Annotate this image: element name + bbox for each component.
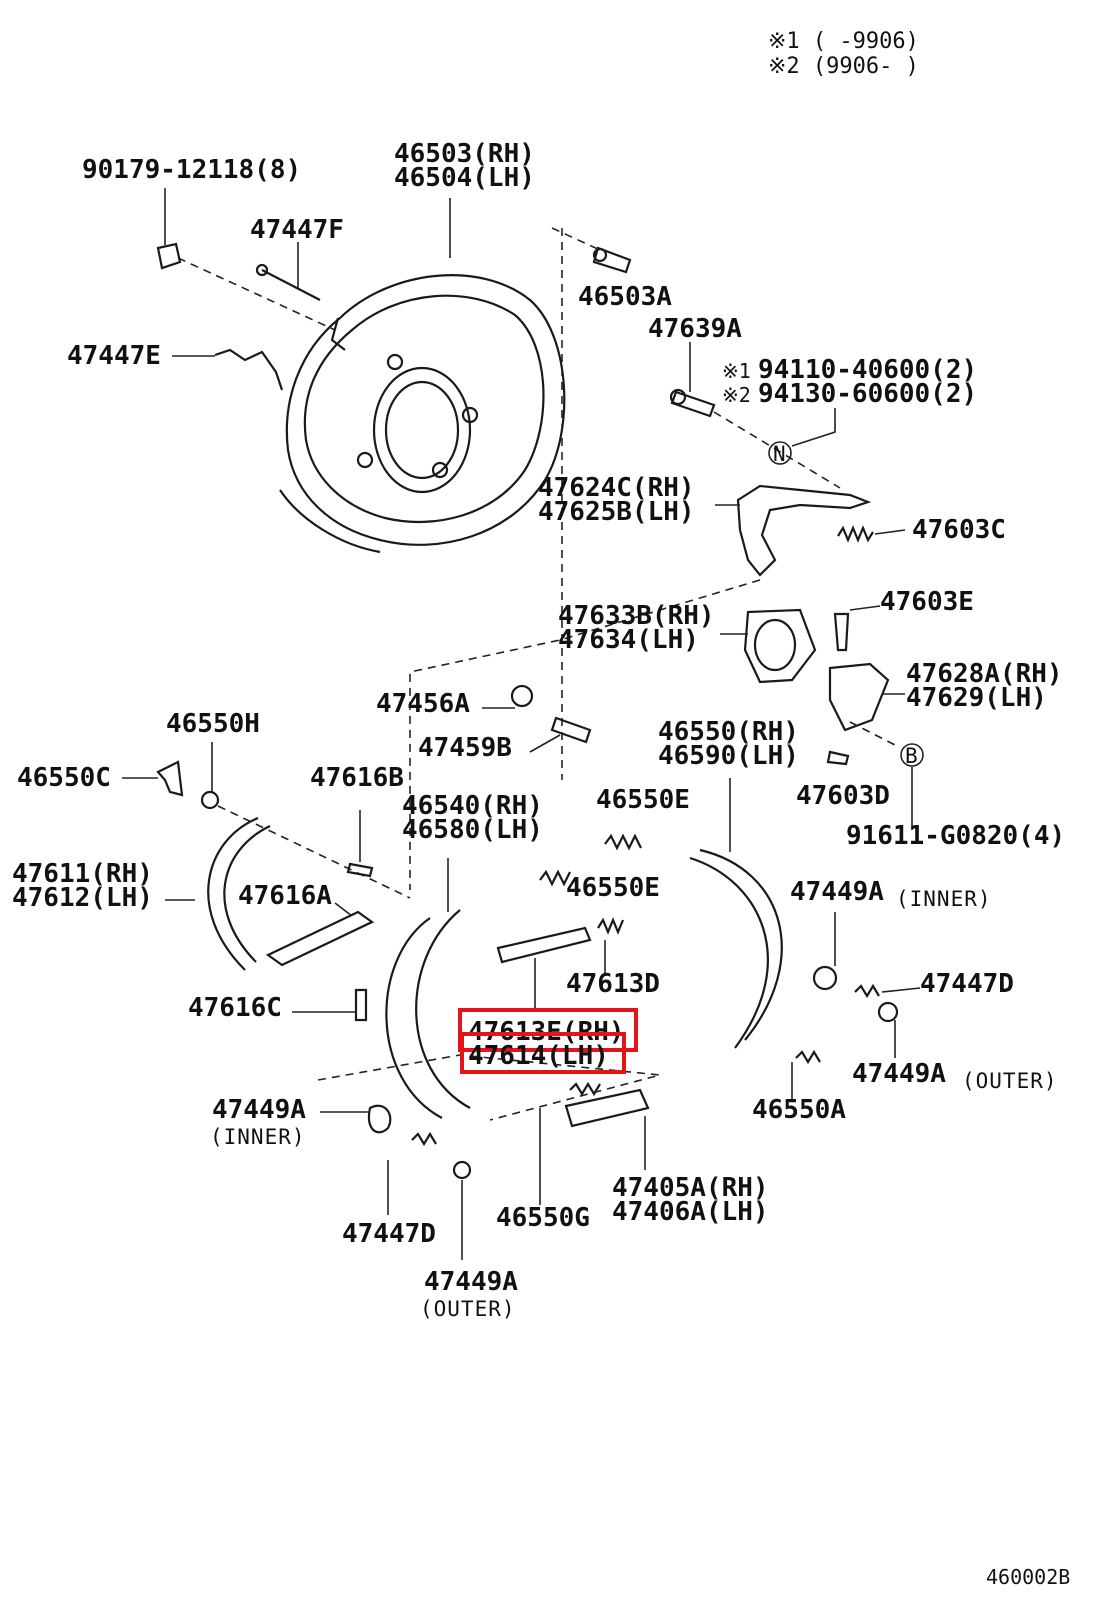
strut-47633b-drawing xyxy=(409,579,817,890)
pin-47616b-drawing xyxy=(292,810,374,1022)
label-47634[interactable]: 47634(LH) xyxy=(558,625,699,655)
clip-47447e-drawing xyxy=(172,348,284,391)
label-47616b[interactable]: 47616B xyxy=(310,763,404,793)
label-46540[interactable]: 46540(RH) xyxy=(402,791,543,821)
marker-n-circle xyxy=(768,441,792,465)
label-46550e-bottom[interactable]: 46550E xyxy=(566,873,660,903)
label-inner-right: (INNER) xyxy=(896,887,992,911)
label-47603d[interactable]: 47603D xyxy=(796,781,890,811)
shoe-47611-drawing xyxy=(165,816,271,971)
mark-1: ※1 xyxy=(722,359,751,383)
label-47449a-inner-right[interactable]: 47449A xyxy=(790,877,884,907)
label-46550c[interactable]: 46550C xyxy=(17,763,111,793)
label-47449a-outer-right[interactable]: 47449A xyxy=(852,1059,946,1089)
lower-left-pins-drawing xyxy=(317,1054,661,1260)
label-47447d-right[interactable]: 47447D xyxy=(920,969,1014,999)
pin-47449a-right-drawing xyxy=(812,912,921,1058)
label-47449a-outer-left[interactable]: 47449A xyxy=(424,1267,518,1297)
highlight-box-47614 xyxy=(460,1032,626,1074)
label-46550g[interactable]: 46550G xyxy=(496,1203,590,1233)
label-47456a[interactable]: 47456A xyxy=(376,689,470,719)
bolt-90179-drawing xyxy=(156,188,336,331)
label-outer-left: (OUTER) xyxy=(420,1297,516,1321)
diagram-code: 460002B xyxy=(986,1565,1070,1589)
label-46503a[interactable]: 46503A xyxy=(578,282,672,312)
label-46550h[interactable]: 46550H xyxy=(166,709,260,739)
spring-47603c-drawing xyxy=(837,525,906,543)
label-47625b[interactable]: 47625B(LH) xyxy=(538,497,695,527)
note-1: ※1 ( -9906) xyxy=(768,29,919,54)
label-47459b[interactable]: 47459B xyxy=(418,733,512,763)
label-94130[interactable]: 94130-60600(2) xyxy=(758,379,977,409)
highlight-box-47613e xyxy=(458,1008,638,1052)
label-47639a[interactable]: 47639A xyxy=(648,314,742,344)
label-47611[interactable]: 47611(RH) xyxy=(12,859,153,889)
marker-b-circle xyxy=(900,743,924,767)
label-46503[interactable]: 46503(RH) xyxy=(394,139,535,169)
label-91611[interactable]: 91611-G0820(4) xyxy=(846,821,1065,851)
label-outer-right: (OUTER) xyxy=(962,1069,1058,1093)
mark-2: ※2 xyxy=(722,383,751,407)
label-46550e-top[interactable]: 46550E xyxy=(596,785,690,815)
label-46504[interactable]: 46504(LH) xyxy=(394,163,535,193)
label-47624c[interactable]: 47624C(RH) xyxy=(538,473,695,503)
bolt-46503a-drawing xyxy=(551,227,632,780)
label-47447e[interactable]: 47447E xyxy=(67,341,161,371)
cable-47616a-drawing xyxy=(265,902,375,967)
marker-b: B xyxy=(905,744,919,768)
label-47447f[interactable]: 47447F xyxy=(250,215,344,245)
label-47449a-inner-left[interactable]: 47449A xyxy=(212,1095,306,1125)
leader-94110 xyxy=(791,408,836,447)
label-47406a[interactable]: 47406A(LH) xyxy=(612,1197,769,1227)
label-47628a[interactable]: 47628A(RH) xyxy=(906,659,1063,689)
label-46550-rh[interactable]: 46550(RH) xyxy=(658,717,799,747)
label-47603c[interactable]: 47603C xyxy=(912,515,1006,545)
bracket-47628a-drawing xyxy=(828,662,905,746)
shoe-46550-drawing xyxy=(689,778,783,1049)
bolt-47639a-drawing xyxy=(669,342,841,489)
backing-plate-drawing xyxy=(279,274,566,554)
label-inner-left: (INNER) xyxy=(210,1125,306,1149)
label-46550a[interactable]: 46550A xyxy=(752,1095,846,1125)
spring-46550e-drawing xyxy=(539,833,642,975)
note-2: ※2 (9906- ) xyxy=(768,54,919,79)
label-47616c[interactable]: 47616C xyxy=(188,993,282,1023)
washer-47603d-drawing xyxy=(826,750,850,766)
shoe-46540-drawing xyxy=(385,858,471,1119)
label-90179[interactable]: 90179-12118(8) xyxy=(82,155,301,185)
pin-47603e-drawing xyxy=(833,605,881,652)
marker-n: N xyxy=(773,442,787,466)
label-47616a[interactable]: 47616A xyxy=(238,881,332,911)
label-47612[interactable]: 47612(LH) xyxy=(12,883,153,913)
label-46580[interactable]: 46580(LH) xyxy=(402,815,543,845)
lever-47624c-drawing xyxy=(715,484,872,577)
cylinder-47405a-drawing xyxy=(539,1081,650,1205)
label-47603e[interactable]: 47603E xyxy=(880,587,974,617)
label-47614[interactable]: 47614(LH) xyxy=(468,1041,609,1071)
label-47629[interactable]: 47629(LH) xyxy=(906,683,1047,713)
label-47633b[interactable]: 47633B(RH) xyxy=(558,601,715,631)
pin-47447f-drawing xyxy=(255,242,321,301)
spring-46550a-drawing xyxy=(791,1049,821,1100)
label-47447d-left[interactable]: 47447D xyxy=(342,1219,436,1249)
adjuster-47613e-drawing xyxy=(496,926,592,1010)
label-47405a[interactable]: 47405A(RH) xyxy=(612,1173,769,1203)
label-94110[interactable]: 94110-40600(2) xyxy=(758,355,977,385)
bolt-47456a-drawing xyxy=(482,684,592,753)
label-46590-lh[interactable]: 46590(LH) xyxy=(658,741,799,771)
label-47613d[interactable]: 47613D xyxy=(566,969,660,999)
